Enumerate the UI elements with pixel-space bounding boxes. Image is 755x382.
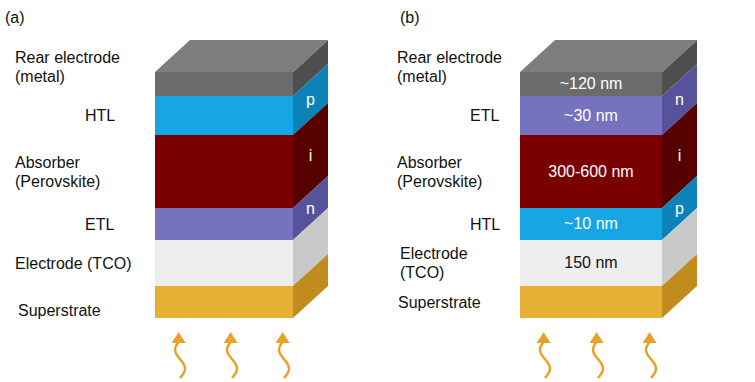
layer-front (155, 286, 293, 318)
layer-front (155, 72, 293, 96)
layer-face: 300-600 nm (520, 135, 662, 208)
doping-letter-text: n (675, 91, 684, 108)
layer-front (520, 240, 662, 286)
light-ray (227, 342, 237, 378)
layer-front (155, 135, 293, 208)
thickness-label: 300-600 nm (548, 163, 633, 181)
layer-name: Rear electrode (metal) (397, 48, 515, 86)
doping-letter: i (678, 146, 682, 165)
layer-face: 150 nm (520, 240, 662, 286)
layer-name: Absorber (Perovskite) (15, 153, 140, 191)
layer-name: Rear electrode (metal) (15, 48, 140, 86)
layer-name: Electrode (TCO) (15, 254, 140, 273)
light-ray-head (172, 332, 186, 343)
layer-front (155, 240, 293, 286)
panel-label-text: (b) (400, 9, 420, 26)
layer-name-text: Electrode (TCO) (15, 255, 131, 272)
layer-front (520, 96, 662, 135)
thickness-label: ~30 nm (564, 107, 618, 125)
layer-front (520, 286, 662, 318)
layer-front (520, 72, 662, 96)
light-ray (593, 342, 603, 378)
layer-name: Superstrate (398, 293, 516, 312)
doping-letter: n (306, 199, 315, 218)
layer-front (520, 135, 662, 208)
thickness-label: ~10 nm (564, 215, 618, 233)
layer-name-text: Electrode (TCO) (400, 245, 468, 281)
panel-label: (b) (400, 8, 440, 27)
layer-name: HTL (85, 106, 145, 125)
layer-name-text: Rear electrode (metal) (15, 49, 120, 85)
layer-name: ETL (85, 215, 145, 234)
light-ray-head (537, 332, 551, 343)
layer-side (293, 254, 328, 318)
layer-top (520, 40, 697, 72)
light-ray (646, 342, 656, 378)
layer-name-text: Superstrate (18, 302, 101, 319)
thickness-label: 150 nm (564, 254, 617, 272)
light-ray-head (590, 332, 604, 343)
layer-name-text: Absorber (Perovskite) (397, 154, 482, 190)
doping-letter-text: i (309, 147, 313, 164)
doping-letter: n (675, 90, 684, 109)
light-ray (540, 342, 550, 378)
light-ray-head (643, 332, 657, 343)
layer-face: ~30 nm (520, 96, 662, 135)
layer-front (155, 96, 293, 135)
layer-name: Superstrate (18, 301, 143, 320)
layer-top (155, 40, 328, 72)
doping-letter-text: p (306, 91, 315, 108)
light-ray-head (276, 332, 290, 343)
panel-label-text: (a) (5, 9, 25, 26)
doping-letter: p (306, 90, 315, 109)
layer-name-text: ETL (470, 107, 499, 124)
doping-letter-text: p (675, 200, 684, 217)
layer-name: HTL (470, 215, 515, 234)
layer-name-text: Absorber (Perovskite) (15, 154, 100, 190)
layer-face: ~120 nm (520, 72, 662, 96)
layer-side (662, 254, 697, 318)
layer-name: Electrode (TCO) (400, 244, 515, 282)
layer-name-text: Rear electrode (metal) (397, 49, 502, 85)
doping-letter: p (675, 199, 684, 218)
layer-name: Absorber (Perovskite) (397, 153, 515, 191)
layer-face: ~10 nm (520, 208, 662, 240)
layer-name-text: ETL (85, 216, 114, 233)
doping-letter-text: i (678, 147, 682, 164)
light-ray (175, 342, 185, 378)
layer-name-text: HTL (85, 107, 115, 124)
doping-letter-text: n (306, 200, 315, 217)
layer-name-text: HTL (470, 216, 500, 233)
layer-front (155, 208, 293, 240)
doping-letter: i (309, 146, 313, 165)
light-ray (279, 342, 289, 378)
layer-name: ETL (470, 106, 515, 125)
light-ray-head (224, 332, 238, 343)
thickness-label: ~120 nm (560, 75, 623, 93)
panel-label: (a) (5, 8, 45, 27)
layer-front (520, 208, 662, 240)
layer-name-text: Superstrate (398, 294, 481, 311)
